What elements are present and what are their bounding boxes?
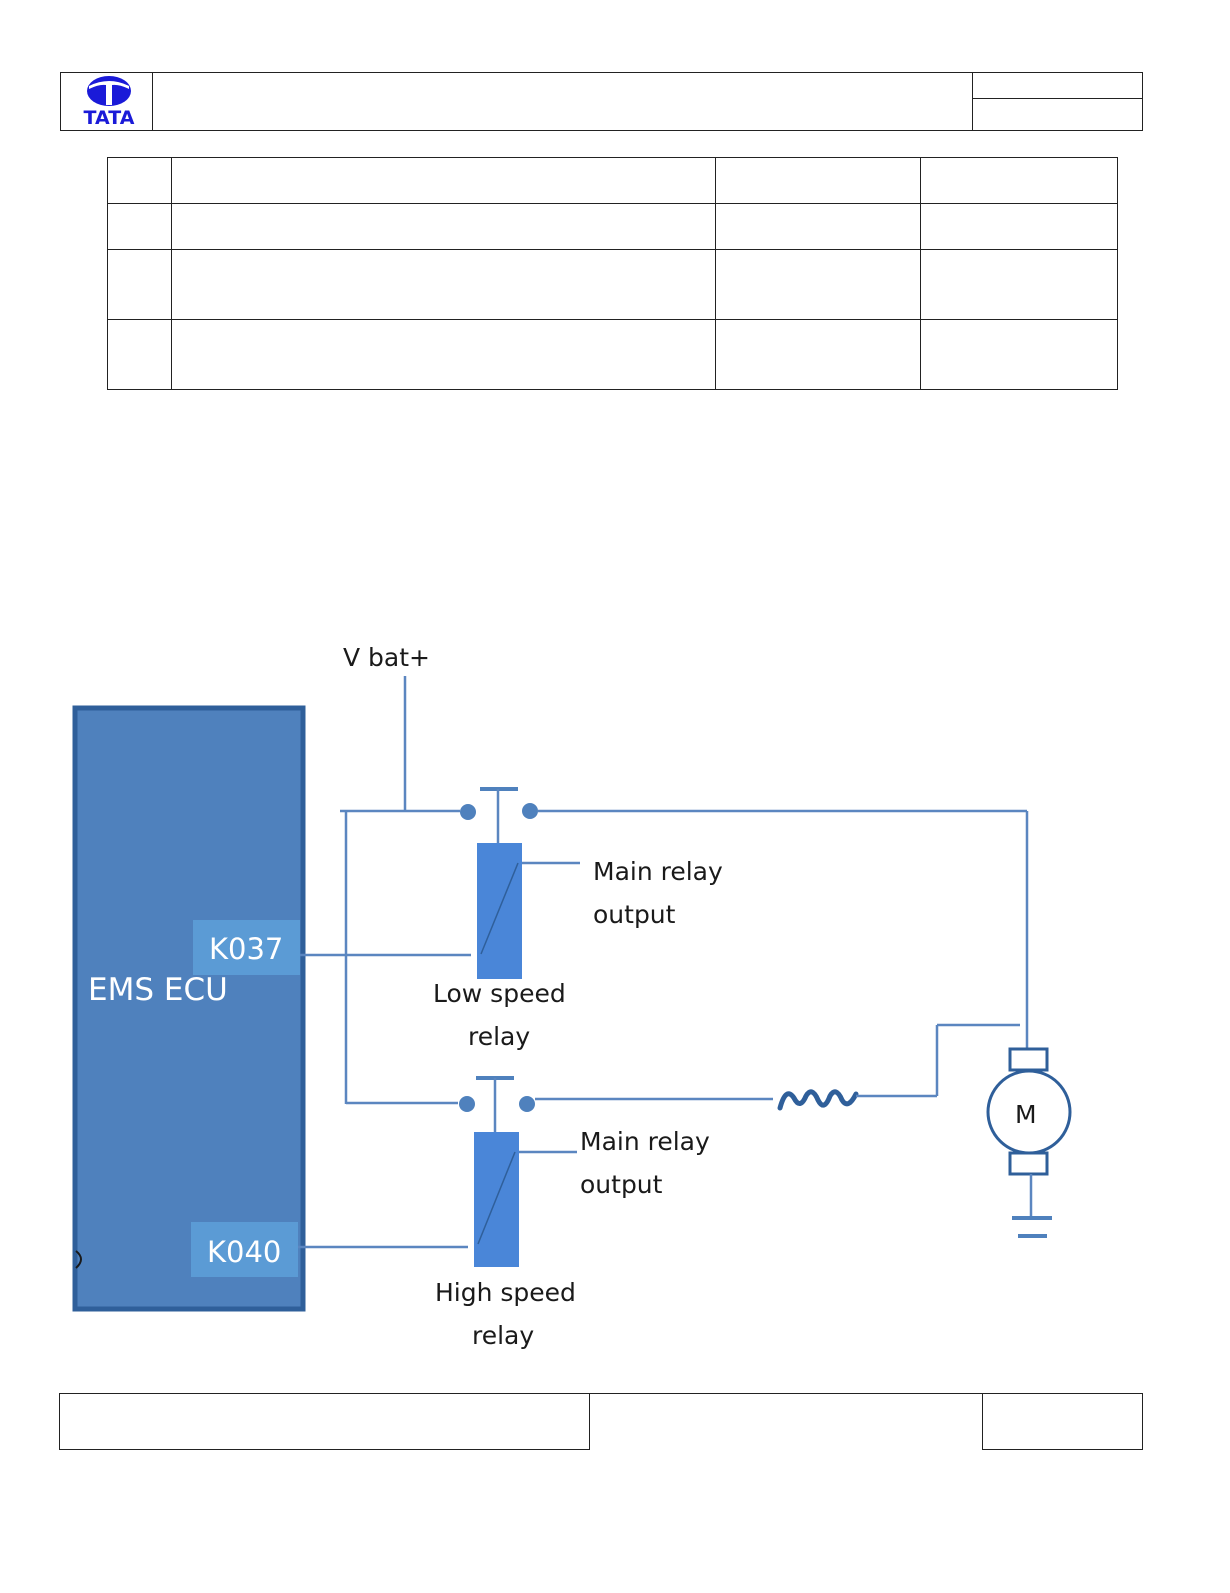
fan-motor: M	[986, 1047, 1072, 1176]
header-frame	[60, 72, 1143, 131]
low-relay-contact-right	[522, 803, 538, 819]
header-right-split	[972, 98, 1143, 99]
tata-logo: TATA	[76, 74, 142, 129]
ground-icon	[1012, 1216, 1052, 1238]
header-divider-left	[152, 72, 153, 131]
info-table-col-2	[715, 157, 716, 390]
high-relay-name-line1: High speed	[435, 1278, 576, 1307]
ecu-edge-mark-icon	[75, 1250, 82, 1269]
tata-logo-emblem-icon	[87, 76, 131, 106]
high-relay-main-output-line1: Main relay	[580, 1127, 710, 1156]
pin-k040-box	[191, 1222, 298, 1277]
info-table-row-2	[107, 249, 1118, 250]
info-table	[107, 157, 1118, 390]
low-relay-contact-left	[460, 804, 476, 820]
info-table-row-3	[107, 319, 1118, 320]
footer-right-cell	[982, 1393, 1143, 1450]
pin-k040-label: K040	[207, 1235, 281, 1269]
high-relay-name-line2: relay	[472, 1321, 534, 1350]
pin-k037-box	[193, 920, 300, 975]
footer-left-cell	[59, 1393, 590, 1450]
ems-ecu-label: EMS ECU	[88, 972, 228, 1008]
info-table-col-1	[171, 157, 172, 390]
low-speed-relay	[460, 787, 580, 979]
vbat-label: V bat+	[343, 643, 430, 672]
high-relay-main-output-line2: output	[580, 1170, 663, 1199]
info-table-row-1	[107, 203, 1118, 204]
resistor-coil-icon	[777, 1089, 859, 1111]
motor-icon	[986, 1069, 1072, 1155]
low-relay-main-output-line1: Main relay	[593, 857, 723, 886]
high-speed-relay	[459, 1076, 577, 1267]
ems-ecu-block	[72, 705, 306, 1312]
low-relay-main-output-line2: output	[593, 900, 676, 929]
high-relay-contact-left	[459, 1096, 475, 1112]
low-relay-name-line1: Low speed	[433, 979, 566, 1008]
logo-text: TATA	[83, 107, 135, 129]
footer-middle-top-line	[589, 1393, 984, 1394]
header-divider-right	[972, 72, 973, 131]
info-table-col-3	[920, 157, 921, 390]
low-relay-coil	[477, 843, 522, 979]
low-relay-name-line2: relay	[468, 1022, 530, 1051]
motor-bottom-brush	[1008, 1151, 1049, 1176]
pin-k037-label: K037	[209, 932, 283, 966]
motor-label: M	[1015, 1100, 1037, 1129]
high-relay-contact-right	[519, 1096, 535, 1112]
motor-top-brush	[1008, 1047, 1049, 1072]
